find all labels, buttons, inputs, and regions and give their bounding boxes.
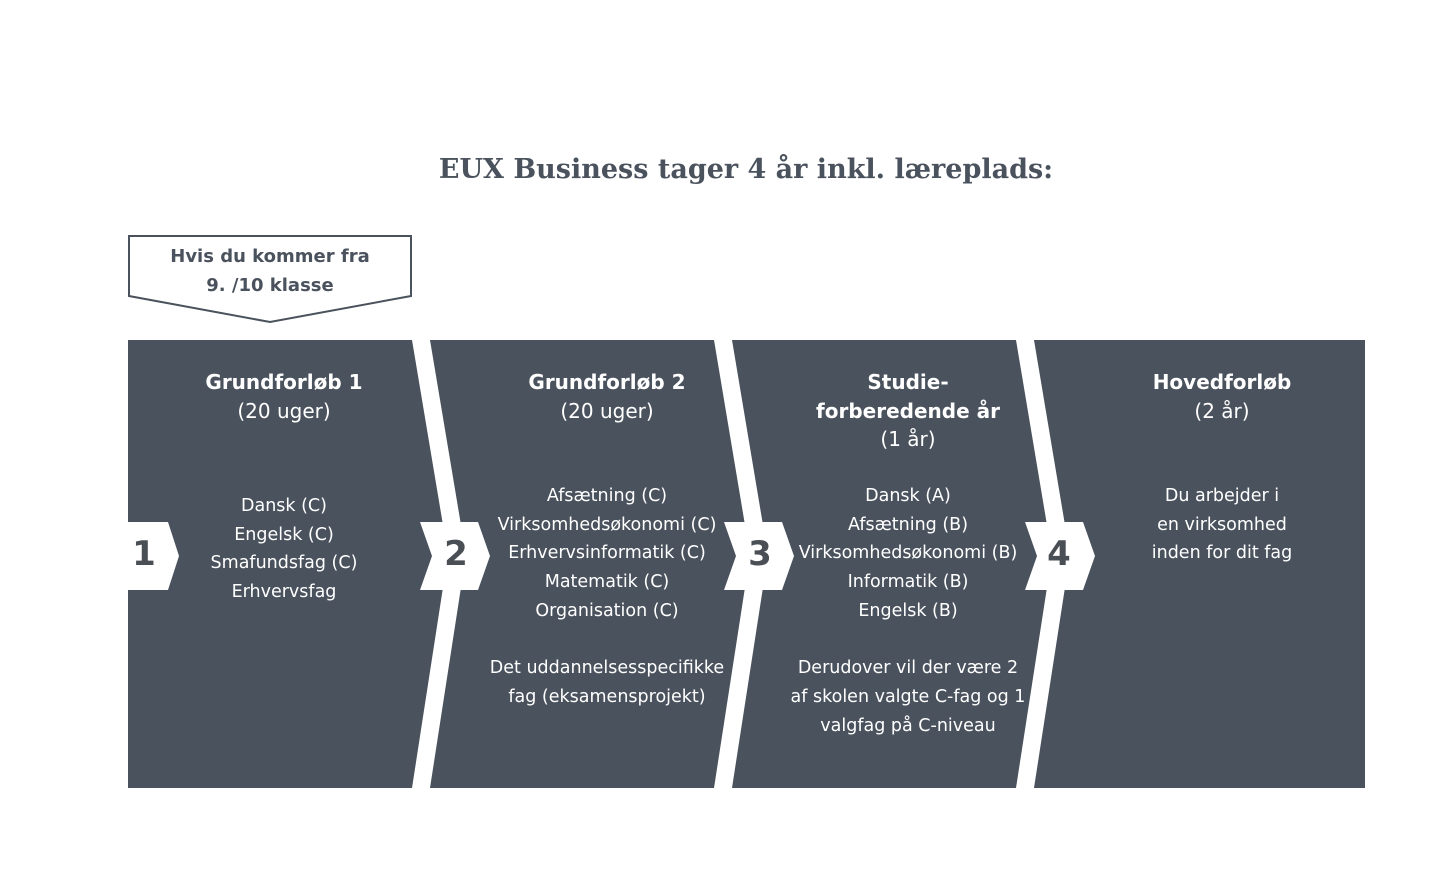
callout-arrow-box — [128, 235, 412, 324]
stage-column: Hovedforløb (2 år) — [1092, 368, 1352, 425]
stage-subjects: Du arbejder i en virksomhed inden for dit … — [1092, 482, 1352, 568]
step-badge — [1025, 522, 1095, 590]
subject-item: Erhvervsfag — [231, 582, 337, 603]
subject-item: Engelsk (B) — [858, 600, 958, 621]
diagram-title: EUX Business tager 4 år inkl. læreplads: — [438, 154, 1054, 185]
stage-subjects: Afsætning (C) Virksomhedsøkonomi (C) Erhve… — [477, 482, 737, 712]
subject-item: Virksomhedsøkonomi (B) — [798, 543, 1018, 564]
subject-item: Matematik (C) — [544, 572, 670, 593]
stage-heading: Grundforløb 2 — [528, 370, 686, 394]
subject-item: Virksomhedsøkonomi (C) — [497, 514, 717, 535]
stage-note: Det uddannelsesspecifikke — [489, 658, 725, 679]
step-number: 4 — [1047, 534, 1071, 574]
stage-column: Grundforløb 1 (20 uger) — [154, 368, 414, 425]
stage-note: valgfag på C-niveau — [820, 715, 996, 736]
subject-item: en virksomhed — [1157, 514, 1287, 535]
step-badge — [420, 522, 490, 590]
callout-line: 9. /10 klasse — [206, 275, 334, 296]
stage-column: Studie-forberedende år (1 år) — [778, 368, 1038, 454]
subject-item: inden for dit fag — [1151, 543, 1293, 564]
callout-text: Hvis du kommer fra 9. /10 klasse — [128, 242, 412, 300]
subject-item: Afsætning (C) — [546, 486, 668, 506]
step-badge — [724, 522, 794, 590]
subject-item: Du arbejder i — [1164, 486, 1280, 506]
subject-item: Erhvervsinformatik (C) — [508, 543, 706, 564]
step-number: 3 — [748, 534, 772, 574]
step-badge — [128, 522, 179, 590]
stage-heading: Grundforløb 1 — [205, 370, 363, 394]
stage-column: Grundforløb 2 (20 uger) — [477, 368, 737, 425]
callout-line: Hvis du kommer fra — [170, 246, 370, 267]
subject-item: Dansk (A) — [865, 486, 951, 506]
step-number: 2 — [444, 534, 468, 574]
subject-item: Engelsk (C) — [234, 524, 334, 545]
subject-item: Smafundsfag (C) — [210, 553, 358, 574]
subject-item: Dansk (C) — [241, 496, 327, 516]
stage-heading: forberedende år — [816, 398, 1000, 423]
subject-item: Informatik (B) — [847, 572, 969, 593]
stage-heading: Studie- — [867, 370, 949, 394]
stage-duration: (1 år) — [880, 427, 936, 452]
stage-note: af skolen valgte C-fag og 1 — [790, 686, 1026, 707]
subject-item: Organisation (C) — [535, 600, 679, 621]
stage-subjects: Dansk (C) Engelsk (C) Smafundsfag (C) Erhve… — [154, 492, 414, 607]
stage-heading: Hovedforløb — [1152, 370, 1292, 394]
stage-duration: (20 uger) — [560, 398, 654, 423]
step-number: 1 — [132, 534, 156, 574]
stage-note: fag (eksamensprojekt) — [508, 686, 706, 707]
subject-item: Afsætning (B) — [847, 514, 969, 535]
stage-duration: (2 år) — [1194, 398, 1250, 423]
stage-duration: (20 uger) — [237, 398, 331, 423]
stage-note: Derudover vil der være 2 — [797, 658, 1019, 679]
stage-subjects: Dansk (A) Afsætning (B) Virksomhedsøkonomi… — [778, 482, 1038, 740]
